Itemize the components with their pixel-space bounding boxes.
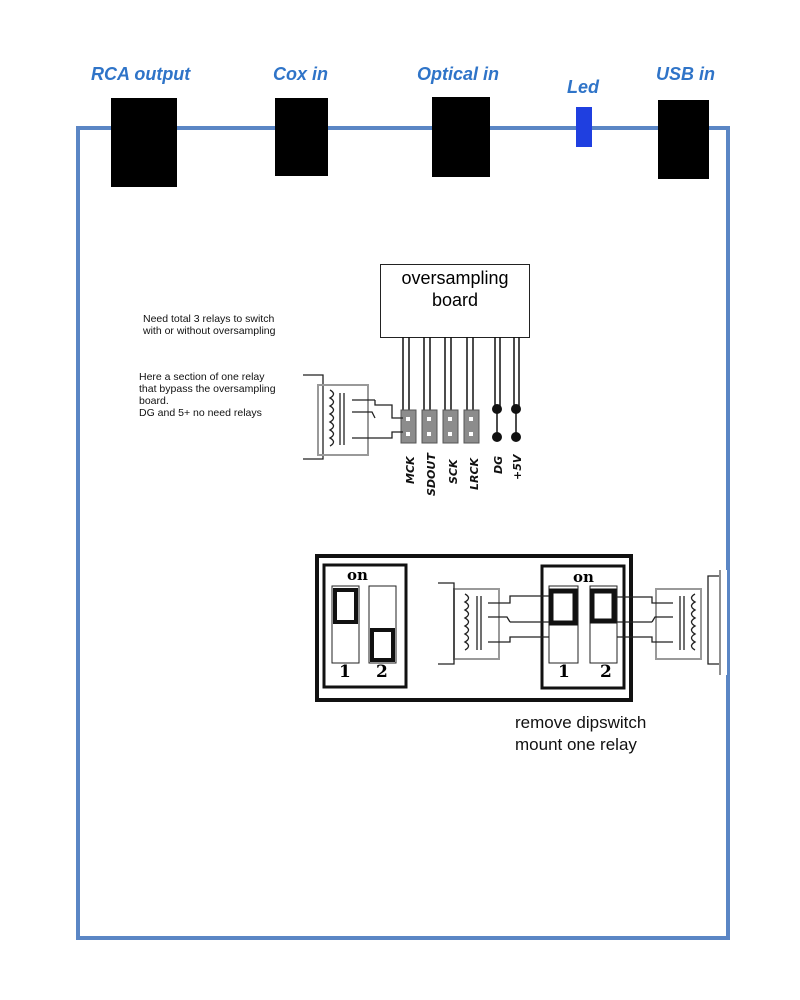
section-note-line2: that bypass the oversampling <box>139 383 276 395</box>
relay-right <box>617 575 722 665</box>
relay-section-left <box>303 374 403 460</box>
dip-right-switch1-label: 1 <box>558 662 570 682</box>
enclosure-outline <box>76 126 730 940</box>
board-title-line2: board <box>431 290 479 310</box>
relay-count-note: Need total 3 relays to switch with or wi… <box>143 313 276 337</box>
jumper-blocks <box>400 409 480 444</box>
remove-dipswitch-note: remove dipswitch mount one relay <box>515 712 646 756</box>
dip-left-switch2-label: 2 <box>376 662 388 682</box>
section-note-line3: board. <box>139 395 169 407</box>
section-note-line1: Here a section of one relay <box>139 371 265 383</box>
usb-in-label: USB in <box>656 64 716 84</box>
usb-in-connector <box>658 100 709 179</box>
section-note-line4: DG and 5+ no need relays <box>139 407 262 419</box>
dip-left-on-label: on <box>347 566 368 584</box>
led-indicator <box>576 107 592 147</box>
rca-output-connector <box>111 98 177 187</box>
led-label: Led <box>567 77 600 97</box>
relay-section-note: Here a section of one relay that bypass … <box>139 371 304 419</box>
rca-output-label: RCA output <box>91 64 191 84</box>
remove-note-line2: mount one relay <box>515 735 637 754</box>
oversampling-board: oversampling board <box>380 264 530 338</box>
optical-in-connector <box>432 97 490 177</box>
dip-left-switch1-label: 1 <box>339 662 351 682</box>
optical-in-label: Optical in <box>417 64 500 84</box>
cox-in-label: Cox in <box>273 64 329 84</box>
cox-in-connector <box>275 98 328 176</box>
solder-dots <box>492 404 521 442</box>
pin-wires <box>402 337 520 410</box>
relay-middle <box>438 582 549 665</box>
dip-right-on-label: on <box>573 568 594 586</box>
remove-note-line1: remove dipswitch <box>515 713 647 732</box>
dip-right-switch2-label: 2 <box>600 662 612 682</box>
board-title-line1: oversampling <box>401 268 509 288</box>
